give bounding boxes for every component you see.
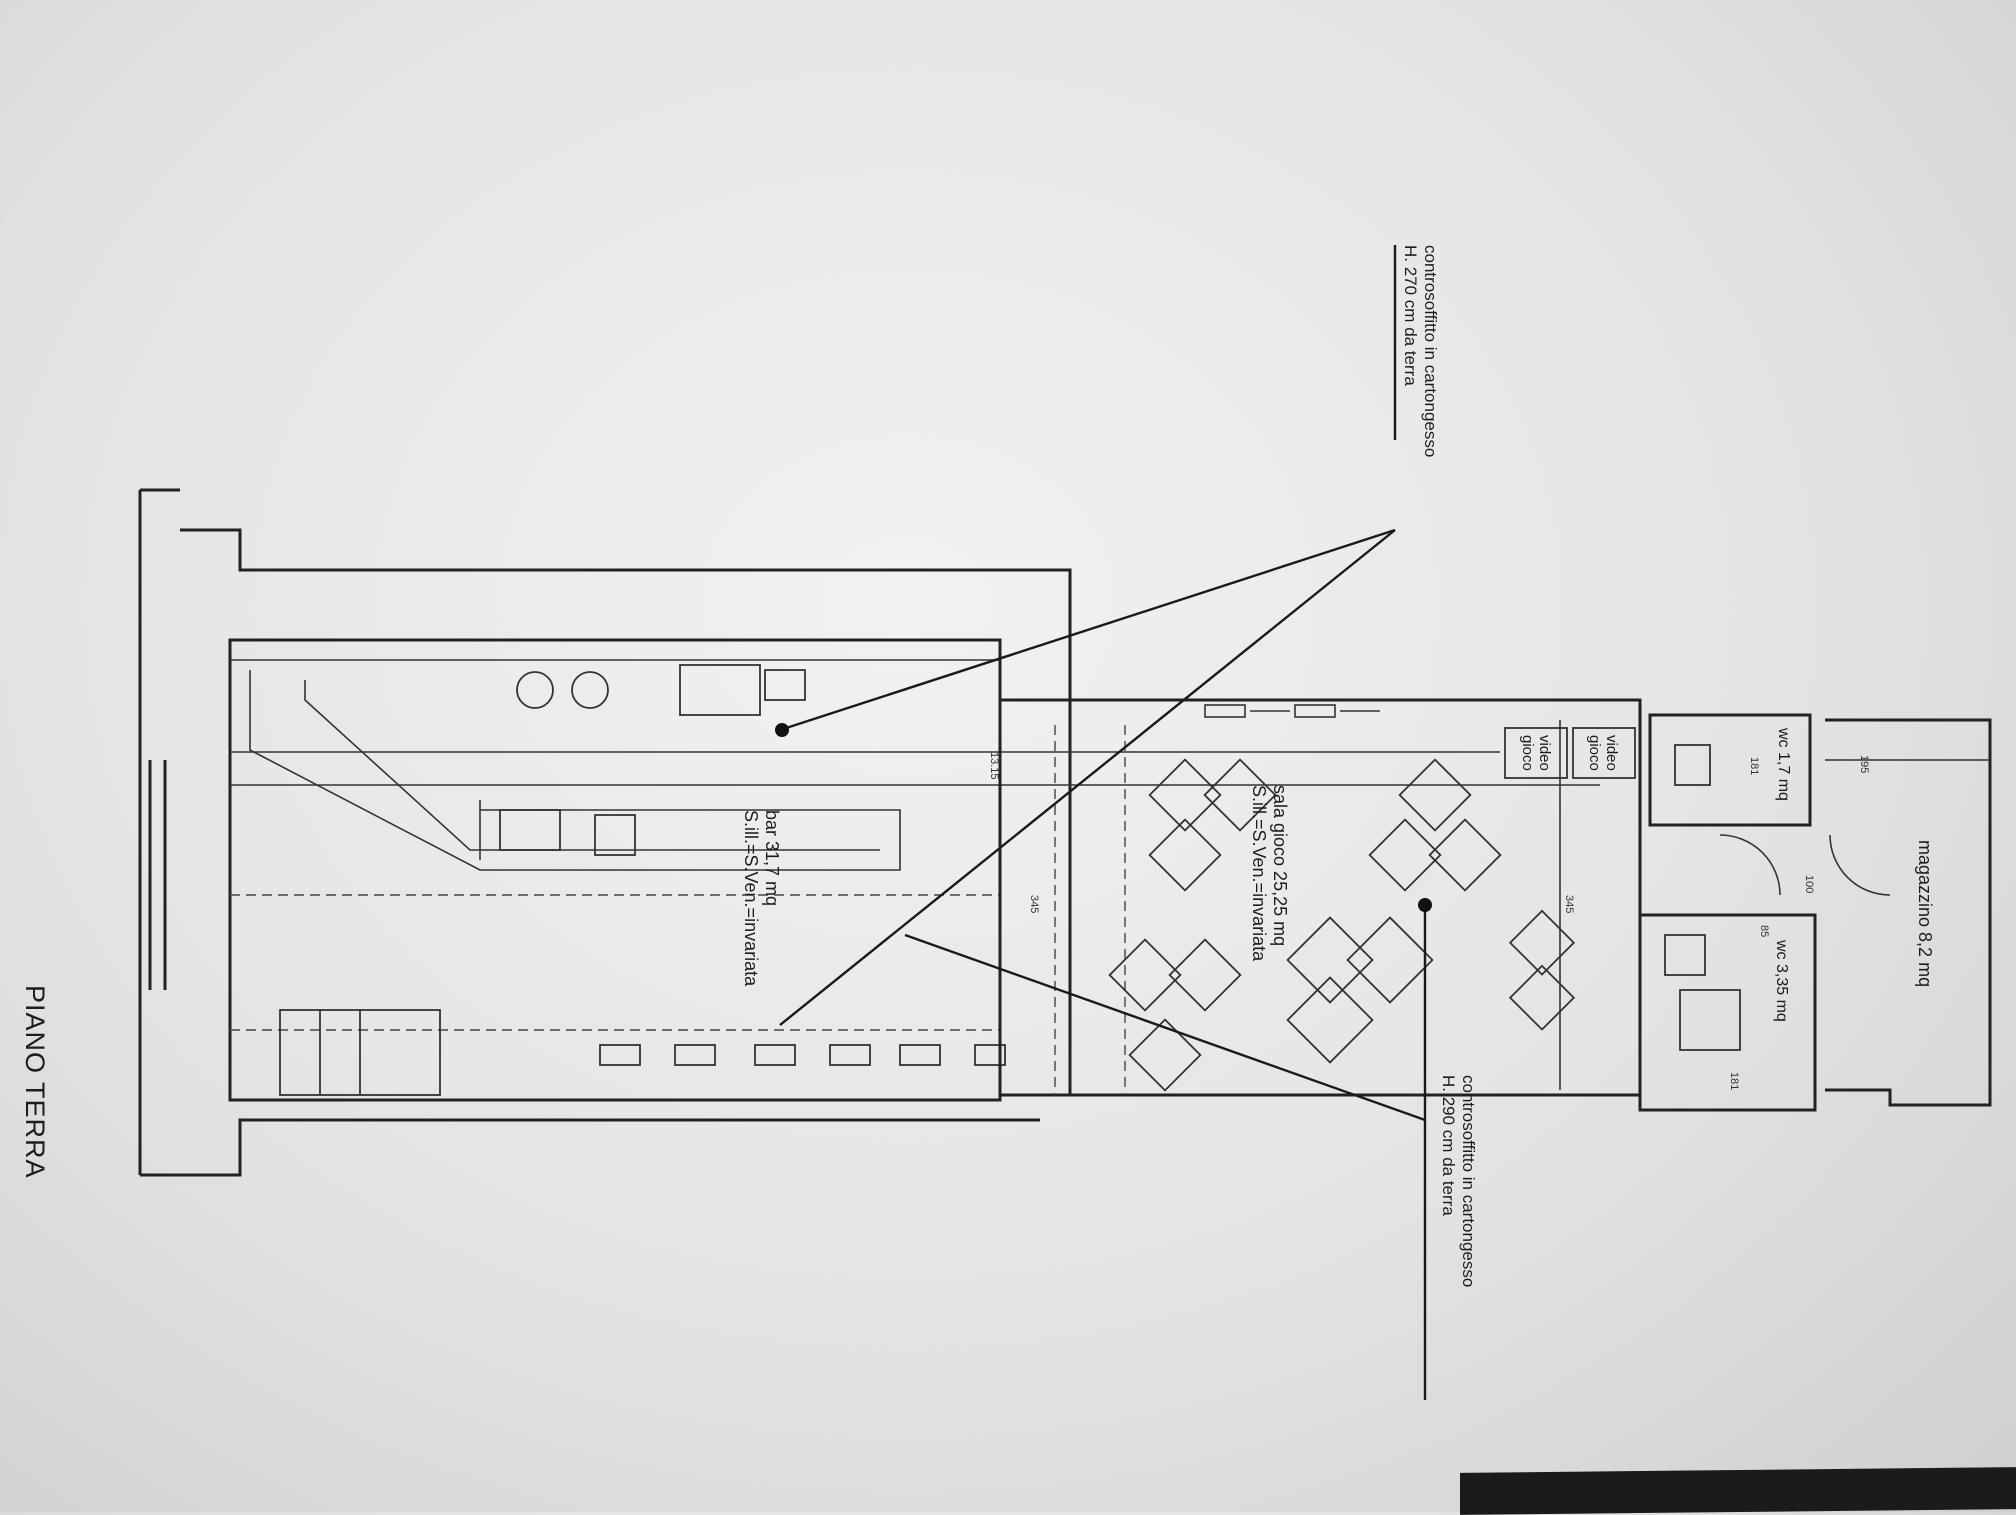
room-label-sala-gioco-area: sala gioco 25,25 mq — [1270, 785, 1290, 947]
monitor-bezel — [1460, 1467, 2016, 1515]
room-label-wc-accessible: wc 3,35 mq — [1772, 940, 1790, 1022]
room-label-wc-small: wc 1,7 mq — [1774, 728, 1792, 801]
dimension-label: 195 — [1858, 755, 1870, 774]
equipment-video-1-line2: gioco — [1518, 735, 1536, 771]
room-label-bar-note: S.ill.=S.Ven.=invariata — [741, 810, 762, 987]
dimension-label: 13.15 — [988, 752, 1000, 780]
dimension-label: 85 — [1758, 925, 1770, 938]
dimension-label: 345 — [1563, 895, 1575, 914]
magazzino-area — [1825, 718, 1992, 1107]
callout-ceiling-290-line2: H. 290 cm da terra — [1439, 1075, 1459, 1216]
room-label-sala-gioco-note: S.ill.=S.Ven.=invariata — [1249, 785, 1270, 962]
wc-block — [1638, 713, 1891, 1112]
room-label-wc-small-text: wc 1,7 mq — [1775, 728, 1792, 801]
callout-ceiling-270: controsoffitto in cartongesso H. 270 cm … — [1401, 245, 1440, 457]
dimension-label: 181 — [1728, 1072, 1740, 1091]
dimension-label: 345 — [1028, 895, 1040, 914]
equipment-video-2-line1: video — [1603, 735, 1620, 771]
room-label-magazzino: magazzino 8,2 mq — [1914, 840, 1935, 987]
equipment-video-2: video gioco — [1585, 735, 1620, 771]
dimension-label: 100 — [1803, 875, 1815, 894]
dimension-label: 181 — [1748, 757, 1760, 776]
callout-ceiling-290-line1: controsoffitto in cartongesso — [1459, 1075, 1478, 1288]
callout-ceiling-270-line1: controsoffitto in cartongesso — [1421, 245, 1440, 458]
sheet-title-text: PIANO TERRA — [20, 985, 50, 1179]
room-label-bar-area: bar 31,7 mq — [762, 810, 782, 907]
room-label-magazzino-text: magazzino 8,2 mq — [1915, 840, 1935, 988]
equipment-video-1: video gioco — [1518, 735, 1553, 771]
room-label-bar: bar 31,7 mq S.ill.=S.Ven.=invariata — [741, 810, 782, 986]
sheet-title: PIANO TERRA — [19, 985, 50, 1179]
equipment-video-1-line1: video — [1536, 735, 1553, 771]
callout-leaders — [775, 245, 1432, 1400]
equipment-video-2-line2: gioco — [1585, 735, 1603, 771]
room-label-sala-gioco: sala gioco 25,25 mq S.ill.=S.Ven.=invari… — [1249, 785, 1290, 961]
room-label-wc-accessible-text: wc 3,35 mq — [1773, 940, 1790, 1022]
callout-ceiling-270-line2: H. 270 cm da terra — [1401, 245, 1421, 386]
callout-ceiling-290: controsoffitto in cartongesso H. 290 cm … — [1439, 1075, 1478, 1287]
bar-area — [228, 638, 1600, 1102]
sala-gioco-area — [998, 698, 1642, 1097]
